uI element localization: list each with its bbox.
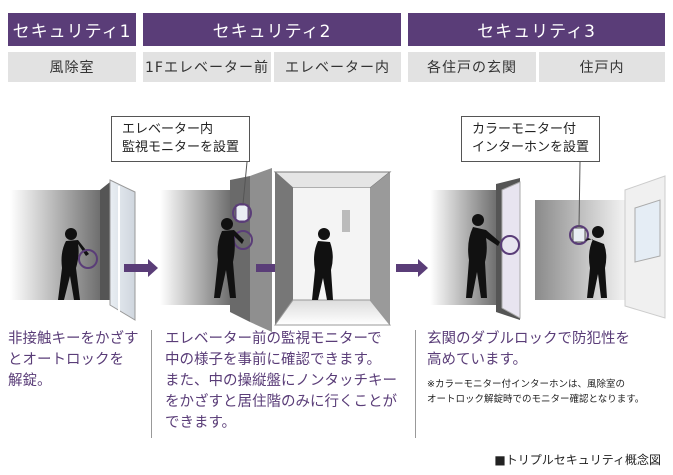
security2-description: エレベーター前の監視モニターで 中の様子を事前に確認できます。 また、中の操縦盤… [165,329,397,434]
elevator-inside-scene [273,171,392,326]
location-entrance: 各住戸の玄関 [408,52,536,82]
callout-line: エレベーター内 [122,122,214,137]
key-reader-highlight [78,249,98,269]
description-line: 解錠。 [8,373,52,389]
elevator-monitor-callout: エレベーター内 監視モニターを設置 [111,116,251,162]
column-divider [415,330,416,438]
intercom-callout: カラーモニター付 インターホンを設置 [461,116,601,162]
location-vestibule: 風除室 [8,52,136,82]
figure-caption: ■トリプルセキュリティ概念図 [494,453,661,467]
description-line: できます。 [165,415,237,431]
description-line: また、中の操縦盤にノンタッチキー [165,373,397,389]
security3-header: セキュリティ3 [408,13,665,46]
description-line: 高めています。 [427,352,528,368]
note-line: オートロック解錠時でのモニター確認となります。 [427,394,645,405]
person-silhouette-2 [214,218,244,298]
intercom-note: ※カラーモニター付インターホンは、風除室の オートロック解錠時でのモニター確認と… [427,377,644,407]
elevator-front-scene [160,168,272,332]
security1-description: 非接触キーをかざす とオートロックを 解錠。 [8,329,139,392]
security3-description: 玄関のダブルロックで防犯性を 高めています。 [427,329,630,371]
description-line: をかざすと居住階のみに行くことが [165,394,397,410]
security2-header: セキュリティ2 [143,13,401,46]
person-silhouette-5 [585,226,607,298]
location-dwelling: 住戸内 [539,52,665,82]
callout-line: インターホンを設置 [472,140,590,155]
flow-arrow-icon [396,259,428,277]
entrance-scene [430,178,521,320]
description-line: 玄関のダブルロックで防犯性を [427,331,630,347]
person-silhouette-4 [466,214,500,298]
description-line: 非接触キーをかざす [8,331,139,347]
description-line: エレベーター前の監視モニターで [165,331,382,347]
person-silhouette-3 [312,228,333,300]
column-divider [151,330,152,438]
vestibule-scene [10,179,136,321]
description-line: とオートロックを [8,352,124,368]
dwelling-scene [535,175,666,319]
callout-line: カラーモニター付 [472,122,577,137]
note-line: ※カラーモニター付インターホンは、風除室の [427,379,625,390]
callout-line: 監視モニターを設置 [122,140,240,155]
description-line: 中の様子を事前に確認できます。 [165,352,382,368]
location-elevator-front: 1Fエレベーター前 [143,52,271,82]
person-silhouette-1 [58,228,89,300]
location-elevator-inside: エレベーター内 [274,52,401,82]
monitor-highlight [232,203,252,223]
security1-header: セキュリティ1 [8,13,136,46]
flow-arrow-icon [124,259,158,277]
door-lock-highlight [500,235,520,255]
